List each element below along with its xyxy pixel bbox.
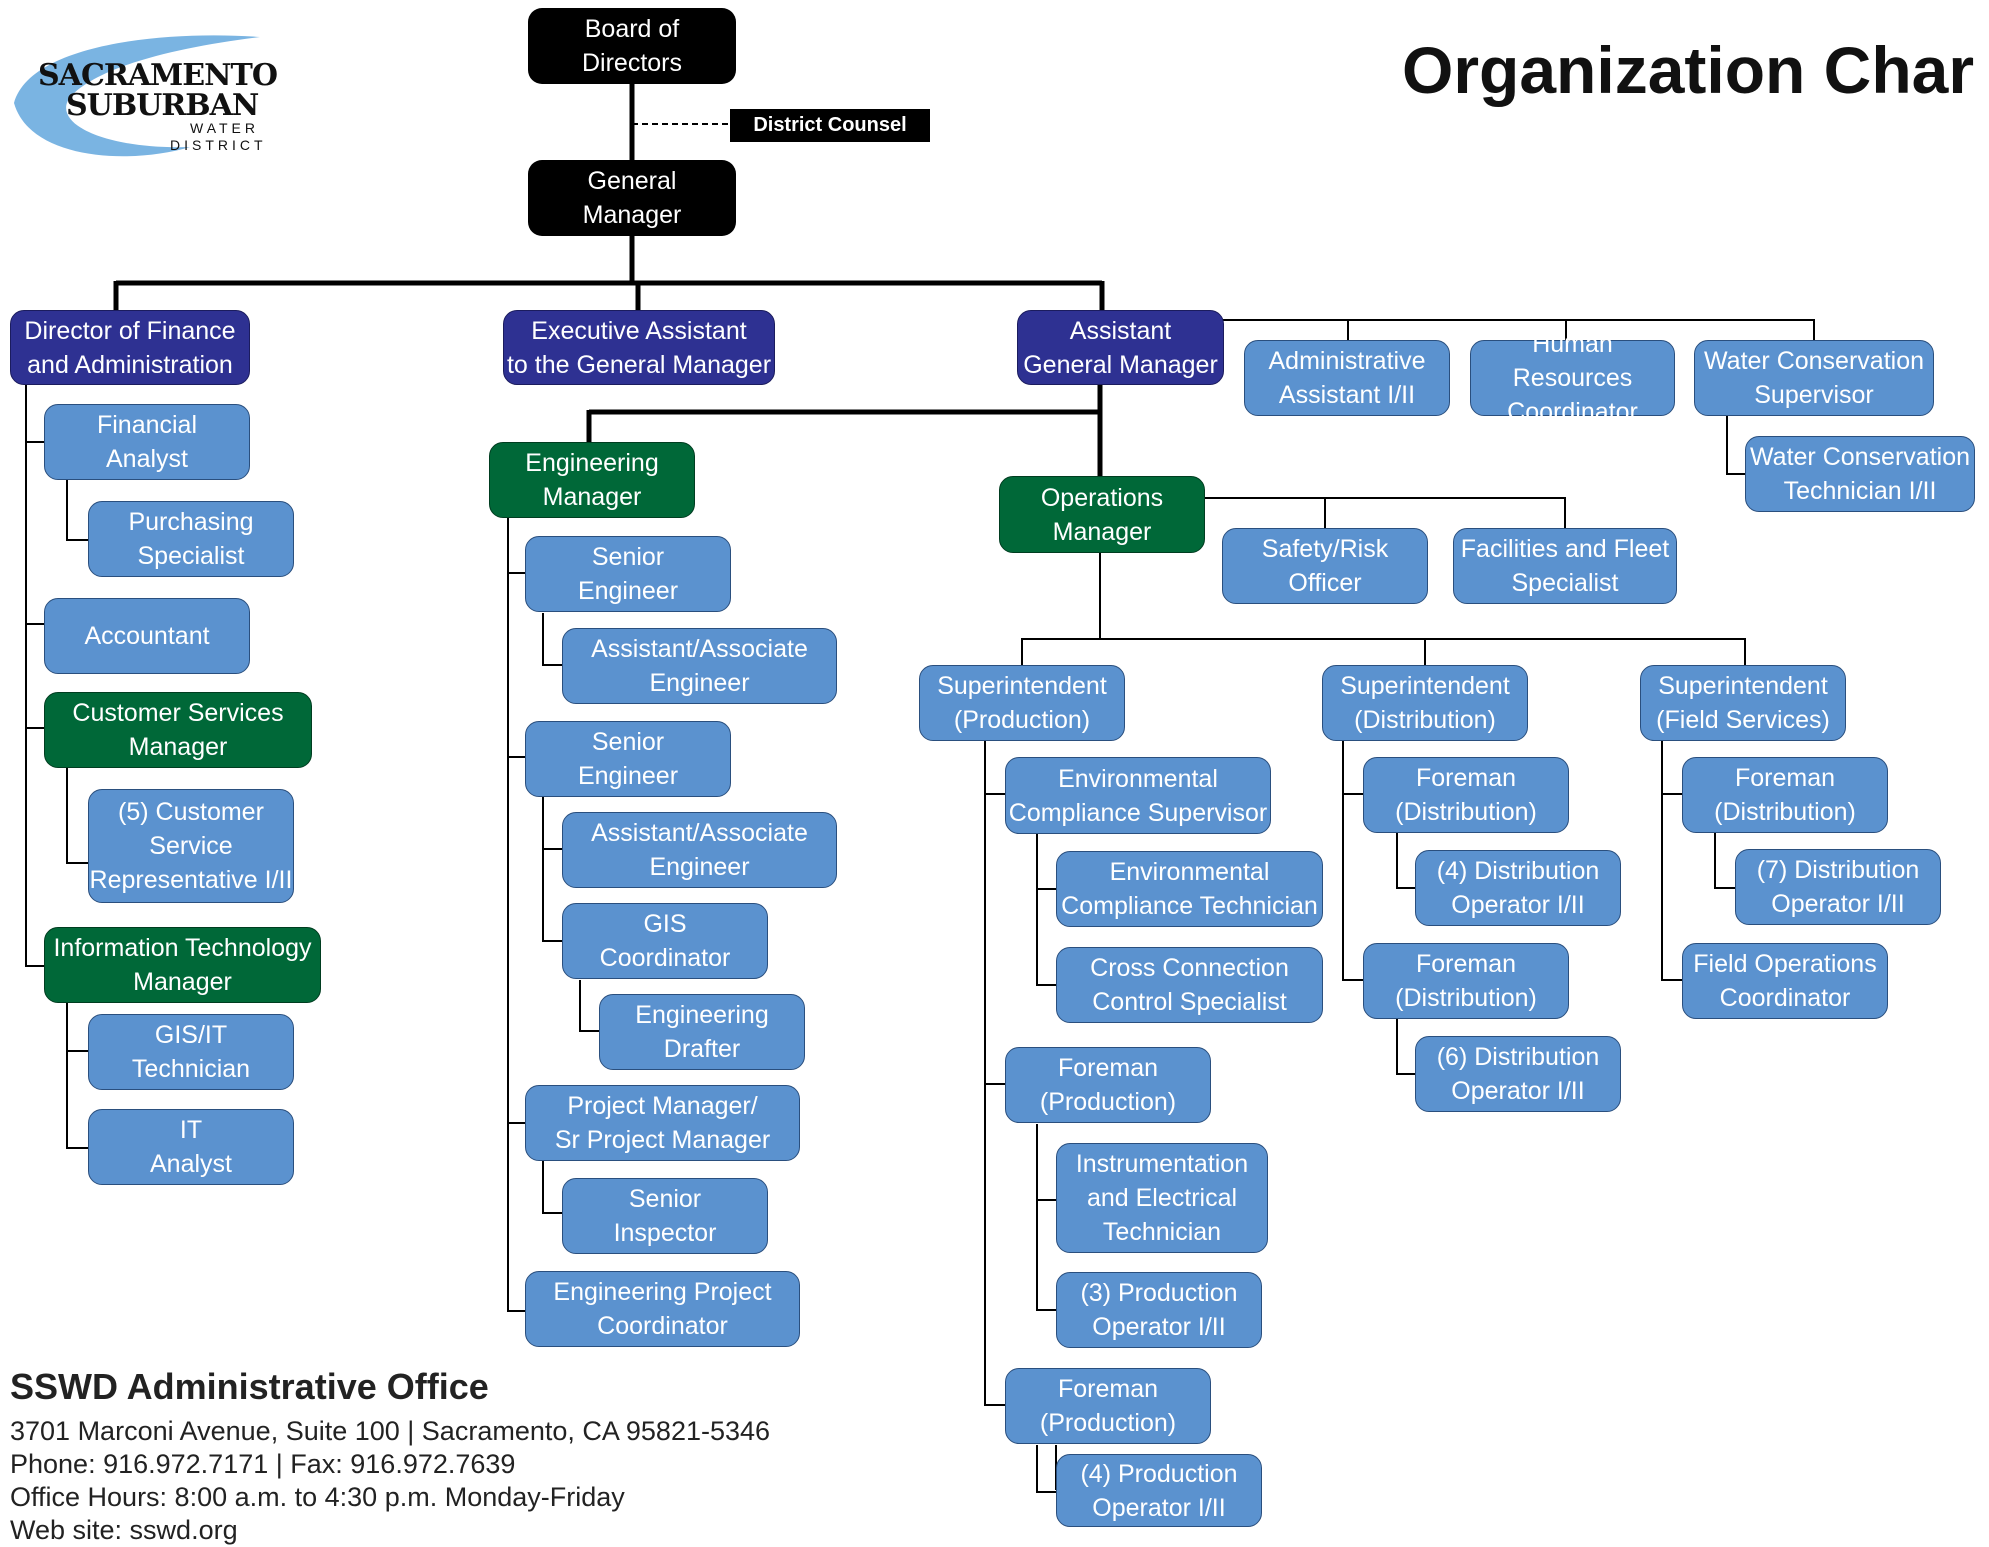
environmental-compliance-technician: Environmental Compliance Technician: [1056, 851, 1323, 927]
instrumentation-electrical-technician: Instrumentation and Electrical Technicia…: [1056, 1143, 1268, 1253]
logo-line-4: DISTRICT: [170, 137, 267, 153]
administrative-assistant: Administrative Assistant I/II: [1244, 340, 1450, 416]
senior-engineer-2: Senior Engineer: [525, 721, 731, 797]
director-finance-administration: Director of Finance and Administration: [10, 310, 250, 385]
foreman-distribution-1: Foreman (Distribution): [1363, 757, 1569, 833]
engineering-manager: Engineering Manager: [489, 442, 695, 518]
information-technology-manager: Information Technology Manager: [44, 927, 321, 1003]
superintendent-distribution: Superintendent (Distribution): [1322, 665, 1528, 741]
engineering-project-coordinator: Engineering Project Coordinator: [525, 1271, 800, 1347]
accountant: Accountant: [44, 598, 250, 674]
assistant-associate-engineer-2: Assistant/Associate Engineer: [562, 812, 837, 888]
superintendent-production: Superintendent (Production): [919, 665, 1125, 741]
foreman-distribution-2: Foreman (Distribution): [1363, 943, 1569, 1019]
foreman-production-1: Foreman (Production): [1005, 1047, 1211, 1123]
customer-service-representative: (5) Customer Service Representative I/II: [88, 789, 294, 903]
environmental-compliance-supervisor: Environmental Compliance Supervisor: [1005, 757, 1271, 834]
logo-line-1: SACRAMENTO: [38, 58, 278, 93]
safety-risk-officer: Safety/Risk Officer: [1222, 528, 1428, 604]
office-hours: Office Hours: 8:00 a.m. to 4:30 p.m. Mon…: [10, 1482, 625, 1512]
distribution-operator-4: (4) Distribution Operator I/II: [1415, 850, 1621, 926]
financial-analyst: Financial Analyst: [44, 404, 250, 480]
assistant-general-manager: Assistant General Manager: [1017, 310, 1224, 385]
senior-engineer-1: Senior Engineer: [525, 536, 731, 612]
purchasing-specialist: Purchasing Specialist: [88, 501, 294, 577]
human-resources-coordinator: Human Resources Coordinator: [1470, 330, 1675, 426]
production-operator-3: (3) Production Operator I/II: [1056, 1272, 1262, 1348]
water-swoosh-icon: [14, 35, 260, 157]
distribution-operator-7: (7) Distribution Operator I/II: [1735, 849, 1941, 925]
office-info: SSWD Administrative Office 3701 Marconi …: [10, 1365, 770, 1547]
office-phone: Phone: 916.972.7171 | Fax: 916.972.7639: [10, 1449, 516, 1479]
chart-title: Organization Char: [1402, 33, 1975, 107]
sswd-logo: SACRAMENTO SUBURBAN WATER DISTRICT: [10, 25, 300, 165]
water-conservation-technician: Water Conservation Technician I/II: [1745, 436, 1975, 512]
customer-services-manager: Customer Services Manager: [44, 692, 312, 768]
production-operator-4: (4) Production Operator I/II: [1056, 1454, 1262, 1527]
gis-it-technician: GIS/IT Technician: [88, 1014, 294, 1090]
facilities-fleet-specialist: Facilities and Fleet Specialist: [1453, 528, 1677, 604]
board-of-directors: Board of Directors: [528, 8, 736, 84]
water-conservation-supervisor: Water Conservation Supervisor: [1694, 340, 1934, 416]
distribution-operator-6: (6) Distribution Operator I/II: [1415, 1036, 1621, 1112]
senior-inspector: Senior Inspector: [562, 1178, 768, 1254]
operations-manager: Operations Manager: [999, 476, 1205, 553]
logo-line-3: WATER: [190, 120, 259, 136]
project-manager: Project Manager/ Sr Project Manager: [525, 1085, 800, 1161]
general-manager: General Manager: [528, 160, 736, 236]
assistant-associate-engineer-1: Assistant/Associate Engineer: [562, 628, 837, 704]
cross-connection-control-specialist: Cross Connection Control Specialist: [1056, 947, 1323, 1023]
office-title: SSWD Administrative Office: [10, 1366, 489, 1407]
office-web: Web site: sswd.org: [10, 1515, 238, 1545]
field-operations-coordinator: Field Operations Coordinator: [1682, 943, 1888, 1019]
logo-line-2: SUBURBAN: [66, 88, 259, 123]
district-counsel: District Counsel: [730, 109, 930, 142]
superintendent-field-services: Superintendent (Field Services): [1640, 665, 1846, 741]
gis-coordinator: GIS Coordinator: [562, 903, 768, 979]
engineering-drafter: Engineering Drafter: [599, 994, 805, 1070]
executive-assistant: Executive Assistant to the General Manag…: [503, 310, 775, 385]
foreman-distribution-3: Foreman (Distribution): [1682, 757, 1888, 833]
it-analyst: IT Analyst: [88, 1109, 294, 1185]
foreman-production-2: Foreman (Production): [1005, 1368, 1211, 1444]
office-address: 3701 Marconi Avenue, Suite 100 | Sacrame…: [10, 1416, 771, 1446]
